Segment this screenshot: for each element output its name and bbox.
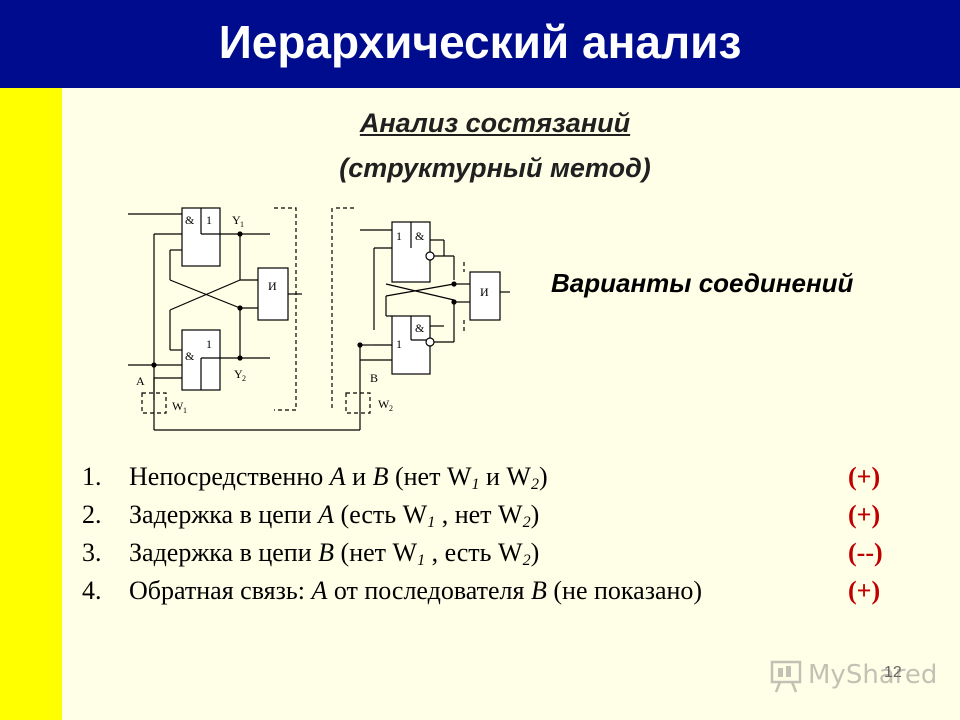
output-y2: Y: [234, 367, 243, 381]
watermark: MyShared: [768, 656, 937, 696]
output-y1: Y: [232, 213, 241, 227]
right-and-gate-label: И: [480, 285, 489, 299]
output-y2-sub: 2: [242, 374, 246, 383]
item-number: 3.: [82, 538, 102, 567]
right-bottom-gate-sym1: 1: [396, 337, 402, 351]
output-y1-sub: 1: [240, 220, 244, 229]
item-mark: (+): [848, 576, 881, 605]
input-a: A: [136, 374, 145, 388]
right-top-gate-sym2: &: [415, 229, 425, 243]
section-heading: Анализ состязаний: [359, 108, 631, 138]
list-item: 4. Обратная связь: A от последователя B …: [82, 572, 922, 610]
left-top-gate-sym2: 1: [206, 213, 212, 227]
left-top-gate-sym1: &: [185, 213, 195, 227]
left-bottom-gate-sym2: 1: [206, 337, 212, 351]
slide-title: Иерархический анализ: [218, 16, 742, 68]
item-text: Непосредственно A и B (нет W1 и W2): [129, 462, 548, 493]
right-and-gate: [469, 271, 501, 321]
delay-w2: W: [378, 397, 390, 411]
item-number: 1.: [82, 462, 102, 491]
delay-w2-sub: 2: [389, 404, 393, 413]
section-subheading: (структурный метод): [339, 153, 651, 183]
title-bar: Иерархический анализ: [0, 0, 960, 88]
input-b: B: [370, 371, 378, 385]
right-bottom-gate-sym2: &: [415, 321, 425, 335]
left-and-gate: [257, 267, 289, 321]
item-mark: (+): [848, 500, 881, 529]
item-mark: (--): [848, 538, 883, 567]
list-item: 2. Задержка в цепи A (есть W1 , нет W2) …: [82, 496, 922, 534]
right-top-gate-sym1: 1: [396, 229, 402, 243]
item-number: 2.: [82, 500, 102, 529]
side-accent-bar: [0, 88, 62, 720]
presentation-board-icon: [770, 660, 802, 693]
variants-label: Варианты соединений: [551, 268, 854, 298]
left-and-gate-label: И: [268, 279, 277, 293]
variants-list: 1. Непосредственно A и B (нет W1 и W2) (…: [82, 458, 922, 610]
list-item: 1. Непосредственно A и B (нет W1 и W2) (…: [82, 458, 922, 496]
watermark-text: MyShared: [808, 660, 938, 690]
delay-w1-sub: 1: [183, 406, 187, 415]
circuit-diagram: & 1 & 1 И Y 1 Y 2 A W 1 1 & 1 & И B W 2: [128, 207, 510, 431]
item-text: Задержка в цепи B (нет W1 , есть W2): [129, 538, 540, 569]
page-number: 12: [884, 664, 902, 681]
delay-w1: W: [172, 399, 184, 413]
left-bottom-gate-sym1: &: [185, 349, 195, 363]
item-text: Обратная связь: A от последователя B (не…: [129, 576, 703, 605]
item-text: Задержка в цепи A (есть W1 , нет W2): [129, 500, 540, 531]
item-number: 4.: [82, 576, 102, 605]
item-mark: (+): [848, 462, 881, 491]
list-item: 3. Задержка в цепи B (нет W1 , есть W2) …: [82, 534, 922, 572]
